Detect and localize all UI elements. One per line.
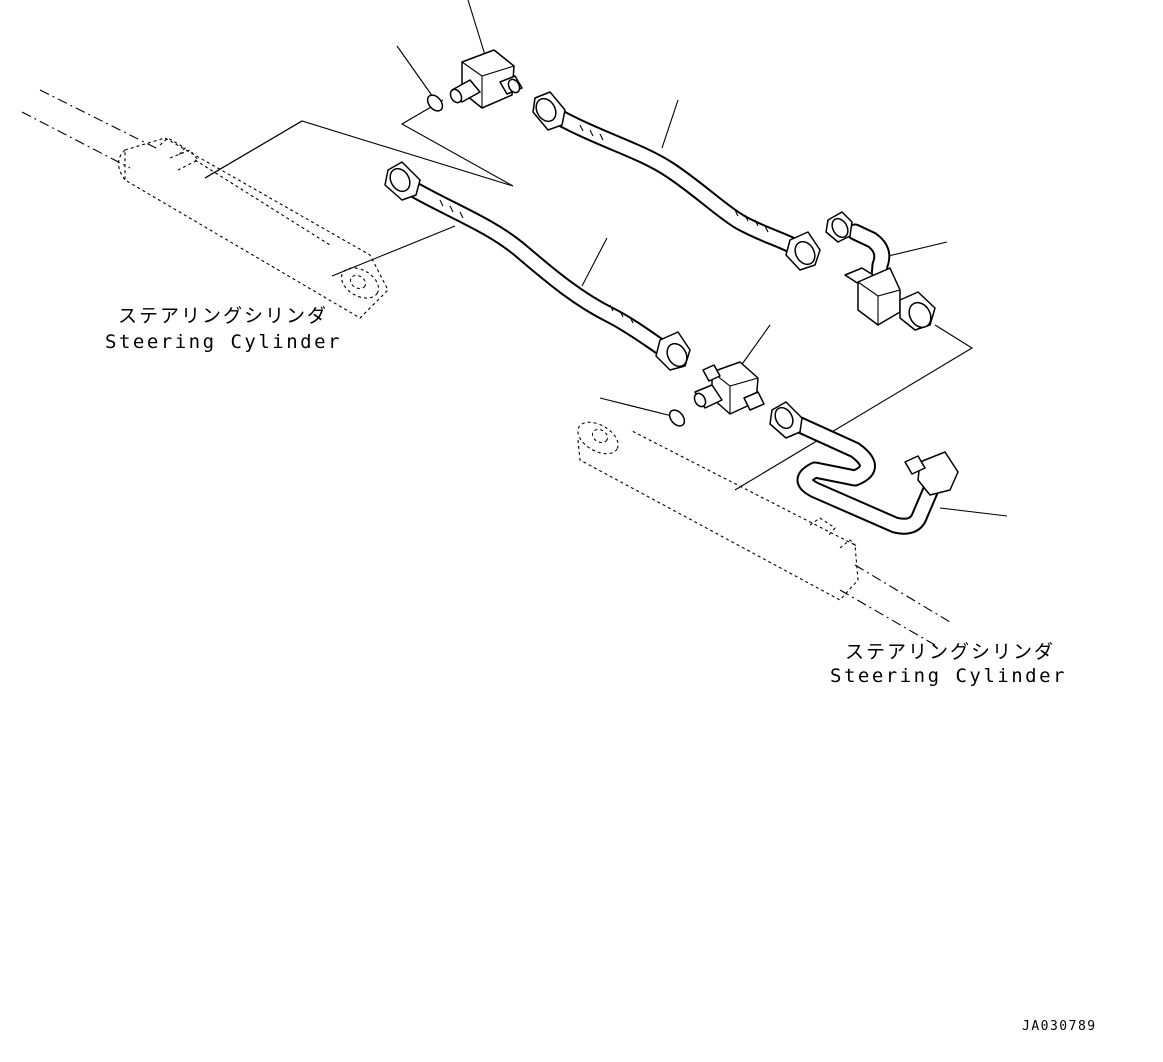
tube-bent-upper-right: [825, 211, 936, 331]
leader-lines: [204, 0, 1008, 517]
elbow-fitting-upper: [449, 49, 523, 109]
o-ring-lower: [668, 409, 686, 427]
tube-bent-lower: [769, 401, 959, 535]
right-cylinder-label-jp: ステアリングシリンダ: [845, 641, 1055, 663]
drawing-code: JA030789: [1022, 1019, 1097, 1034]
right-cylinder-label-en: Steering Cylinder: [830, 665, 1067, 687]
block-fitting-lower: [693, 361, 765, 415]
left-steering-cylinder: [21, 89, 389, 319]
left-cylinder-label-jp: ステアリングシリンダ: [118, 305, 328, 327]
hose-middle: [384, 161, 691, 371]
o-ring-upper: [426, 94, 444, 112]
right-steering-cylinder: [577, 421, 951, 646]
hose-upper: [532, 91, 821, 271]
left-cylinder-label-en: Steering Cylinder: [105, 331, 342, 353]
